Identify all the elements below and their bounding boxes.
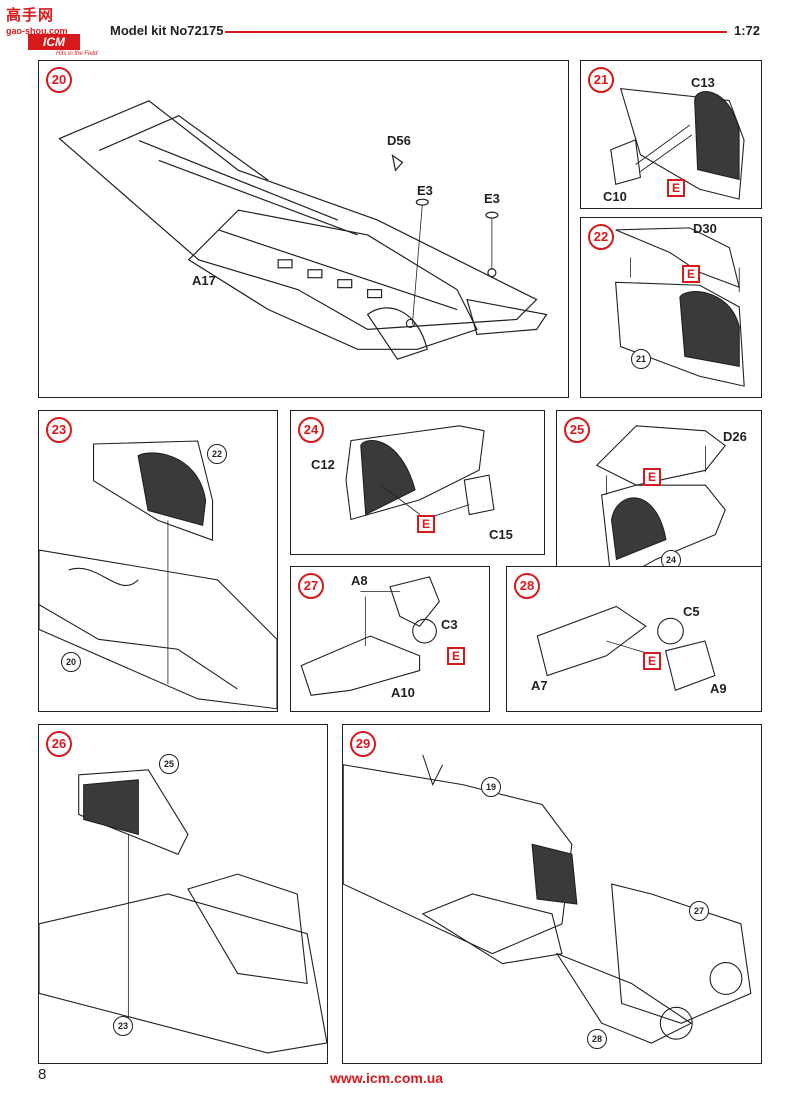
step-23: 23 22 20 xyxy=(38,410,278,712)
glue-mark-e: E xyxy=(667,179,685,197)
step-reference-27: 27 xyxy=(689,901,709,921)
glue-mark-e: E xyxy=(417,515,435,533)
step-25: 25 D26 E 24 xyxy=(556,410,762,588)
step-reference-21: 21 xyxy=(631,349,651,369)
part-label-e3-right: E3 xyxy=(484,191,500,206)
bay-c13-drawing xyxy=(610,87,745,200)
page-title: Model kit No72175 xyxy=(110,23,224,38)
part-label-a9: A9 xyxy=(710,681,727,696)
step-number: 28 xyxy=(514,573,540,599)
part-label-c15: C15 xyxy=(489,527,513,542)
part-label-c12: C12 xyxy=(311,457,335,472)
page-number: 8 xyxy=(38,1066,47,1083)
step-20: 20 D56 E3 E3 A17 xyxy=(38,60,569,398)
part-label-c5: C5 xyxy=(683,604,700,619)
part-label-a17: A17 xyxy=(192,273,216,288)
glue-mark-e: E xyxy=(682,265,700,283)
bay-c12-drawing xyxy=(345,425,495,521)
part-label-c13: C13 xyxy=(691,75,715,90)
part-label-a7: A7 xyxy=(531,678,548,693)
step-number: 29 xyxy=(350,731,376,757)
step-reference-25: 25 xyxy=(159,754,179,774)
logo-brand: ICM xyxy=(28,34,80,50)
part-label-a8: A8 xyxy=(351,573,368,588)
intake-a7-drawing xyxy=(536,605,716,692)
footer-url: www.icm.com.ua xyxy=(330,1070,444,1086)
step-number: 23 xyxy=(46,417,72,443)
step-number: 25 xyxy=(564,417,590,443)
step-22: 22 D30 E 21 xyxy=(580,217,762,398)
glue-mark-e: E xyxy=(643,468,661,486)
logo-site-url: gao-shou.com xyxy=(6,26,68,36)
step-28: 28 C5 A7 A9 E xyxy=(506,566,762,712)
glue-mark-e: E xyxy=(447,647,465,665)
icm-logo: 高手网 gao-shou.com ICM Hits in the Field xyxy=(6,4,102,58)
glue-mark-e: E xyxy=(643,652,661,670)
fuselage-top-drawing xyxy=(58,100,548,360)
intake-a10-drawing xyxy=(300,576,440,696)
scale-label: 1:72 xyxy=(734,23,761,38)
step-24: 24 C12 C15 E xyxy=(290,410,545,555)
part-label-a10: A10 xyxy=(391,685,415,700)
step-number: 21 xyxy=(588,67,614,93)
part-label-d56: D56 xyxy=(387,133,411,148)
step-29: 29 19 27 28 xyxy=(342,724,762,1064)
part-label-c3: C3 xyxy=(441,617,458,632)
step-reference-28: 28 xyxy=(587,1029,607,1049)
step-reference-22: 22 xyxy=(207,444,227,464)
step-27: 27 A8 C3 A10 E xyxy=(290,566,490,712)
fuselage-final-assembly-drawing xyxy=(343,754,752,1044)
step-number: 27 xyxy=(298,573,324,599)
header-divider xyxy=(225,31,727,33)
fuselage-assembly-drawing xyxy=(39,769,327,1054)
part-label-e3-left: E3 xyxy=(417,183,433,198)
step-number: 24 xyxy=(298,417,324,443)
step-reference-20: 20 xyxy=(61,652,81,672)
part-label-d26: D26 xyxy=(723,429,747,444)
step-26: 26 25 23 xyxy=(38,724,328,1064)
part-label-c10: C10 xyxy=(603,189,627,204)
logo-tagline: Hits in the Field xyxy=(56,51,98,57)
logo-site-name: 高手网 xyxy=(6,6,55,24)
fuselage-bay-drawing xyxy=(39,440,277,710)
step-reference-19: 19 xyxy=(481,777,501,797)
step-number: 26 xyxy=(46,731,72,757)
bay-d30-drawing xyxy=(615,227,745,387)
step-21: 21 C13 C10 E xyxy=(580,60,762,209)
step-reference-23: 23 xyxy=(113,1016,133,1036)
step-number: 22 xyxy=(588,224,614,250)
step-number: 20 xyxy=(46,67,72,93)
part-label-d30: D30 xyxy=(693,221,717,236)
